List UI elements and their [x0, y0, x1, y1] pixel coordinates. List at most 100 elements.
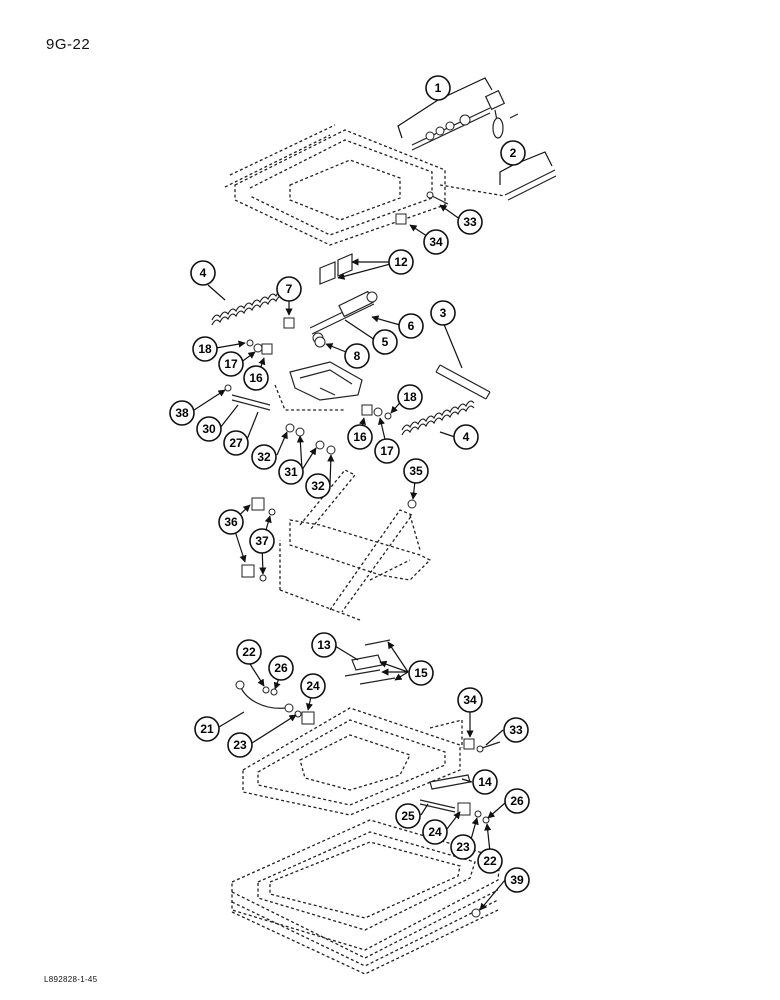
callout-5-label: 5	[382, 335, 389, 349]
callout-36: 36	[218, 509, 244, 535]
scissor-frame	[279, 469, 432, 621]
rod-25	[419, 799, 456, 813]
callout-24-left-label: 24	[306, 679, 320, 693]
callout-38-label: 38	[175, 406, 189, 420]
callout-34-lower-label: 34	[463, 693, 477, 707]
callout-bubbles: 1 2 33 34 12 4 7 6 3 5 8 18 17 16 38 30 …	[169, 75, 530, 893]
callout-14-label: 14	[478, 775, 492, 789]
page-code: 9G-22	[46, 36, 91, 53]
callout-16-right: 16	[347, 424, 373, 450]
bushing-8	[314, 336, 326, 348]
callout-14: 14	[472, 769, 498, 795]
nut-35	[407, 499, 417, 509]
callout-33-lower-label: 33	[509, 723, 523, 737]
callout-35-label: 35	[409, 464, 423, 478]
callout-39: 39	[504, 867, 530, 893]
bolt-33	[426, 191, 449, 205]
callout-5: 5	[372, 329, 398, 355]
callout-33-lower: 33	[503, 717, 529, 743]
lever-rod	[439, 169, 557, 201]
callout-24-right-label: 24	[428, 825, 442, 839]
callout-34-lower: 34	[457, 687, 483, 713]
callout-8-label: 8	[354, 349, 361, 363]
callout-23-left: 23	[227, 732, 253, 758]
callout-36-label: 36	[224, 515, 238, 529]
callout-27: 27	[223, 430, 249, 456]
callout-21-label: 21	[200, 722, 214, 736]
callout-31: 31	[278, 459, 304, 485]
callout-23-right-label: 23	[456, 840, 470, 854]
seat-cushion	[231, 819, 501, 975]
callout-15: 15	[408, 660, 434, 686]
callout-30: 30	[196, 416, 222, 442]
callout-25-label: 25	[401, 809, 415, 823]
washer-stack-left	[246, 339, 273, 355]
callout-3: 3	[430, 300, 456, 326]
callout-39-label: 39	[510, 873, 524, 887]
callout-34-label: 34	[429, 235, 443, 249]
callout-18-right: 18	[397, 384, 423, 410]
callout-25: 25	[395, 803, 421, 829]
callout-2: 2	[500, 140, 526, 166]
callout-18-left: 18	[192, 336, 218, 362]
callout-13: 13	[311, 632, 337, 658]
callout-26-left-label: 26	[274, 661, 288, 675]
callout-34: 34	[423, 229, 449, 255]
callout-22-right: 22	[477, 848, 503, 874]
callout-38: 38	[169, 400, 195, 426]
callout-18-right-label: 18	[403, 390, 417, 404]
callout-31-label: 31	[284, 465, 298, 479]
callout-33-label: 33	[463, 215, 477, 229]
callout-6-label: 6	[408, 319, 415, 333]
callout-18-left-label: 18	[198, 342, 212, 356]
callout-6: 6	[398, 313, 424, 339]
seat-pan	[242, 707, 463, 816]
callout-17-left-label: 17	[224, 357, 238, 371]
callout-32-left-label: 32	[257, 450, 271, 464]
callout-12: 12	[388, 249, 414, 275]
callout-16-right-label: 16	[353, 430, 367, 444]
callout-26-left: 26	[268, 655, 294, 681]
nut-34-lower	[463, 738, 475, 750]
callout-35: 35	[403, 458, 429, 484]
washer-stack-right	[361, 404, 392, 420]
callout-26-right: 26	[504, 788, 530, 814]
bolt-33-lower	[476, 741, 501, 753]
callout-7: 7	[276, 276, 302, 302]
callout-16-left-label: 16	[249, 371, 263, 385]
callout-4-upper-label: 4	[200, 266, 207, 280]
callout-17-right: 17	[374, 438, 400, 464]
callout-17-right-label: 17	[380, 444, 394, 458]
callout-32-left: 32	[251, 444, 277, 470]
callout-22-right-label: 22	[483, 854, 497, 868]
callout-4-lower-label: 4	[463, 430, 470, 444]
callout-22-left: 22	[236, 639, 262, 665]
callout-3-label: 3	[440, 306, 447, 320]
callout-15-label: 15	[414, 666, 428, 680]
callout-4-upper: 4	[190, 260, 216, 286]
leader-lines	[190, 77, 553, 911]
callout-17-left: 17	[218, 351, 244, 377]
callout-33: 33	[457, 209, 483, 235]
callout-32-right-label: 32	[311, 479, 325, 493]
callout-37-label: 37	[255, 534, 269, 548]
callout-32-right: 32	[305, 473, 331, 499]
clips-13-15	[344, 639, 396, 685]
rollers-36	[241, 497, 276, 582]
brackets-12	[319, 253, 353, 285]
callout-4-lower: 4	[453, 424, 479, 450]
callout-8: 8	[344, 343, 370, 369]
callout-24-right: 24	[422, 819, 448, 845]
callout-13-label: 13	[317, 638, 331, 652]
callout-24-left: 24	[300, 673, 326, 699]
actuator-bar	[435, 364, 491, 400]
pin-27	[224, 384, 271, 411]
callout-21: 21	[194, 716, 220, 742]
callout-23-left-label: 23	[233, 738, 247, 752]
latch-14	[429, 774, 471, 790]
hardware-lower-right	[457, 802, 490, 824]
ground-strap	[235, 680, 302, 718]
spring-lower-right	[401, 400, 475, 436]
nut-34	[395, 213, 407, 225]
